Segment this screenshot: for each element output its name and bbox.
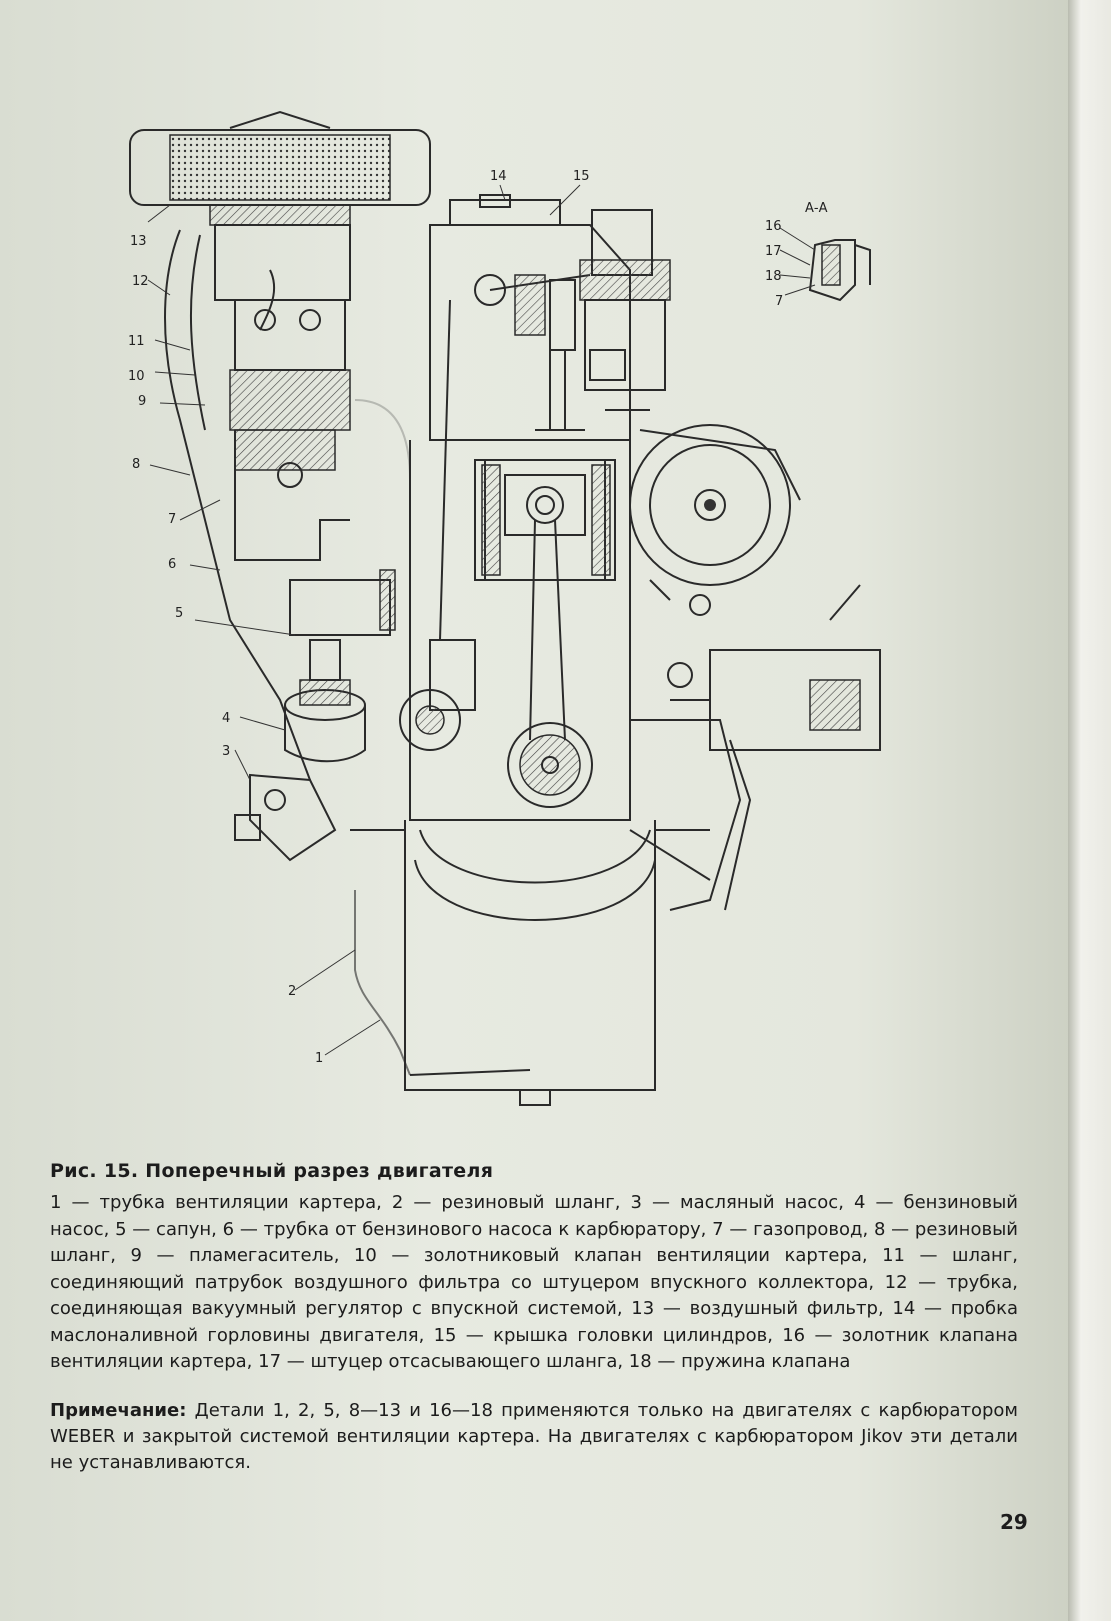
carburetor (214, 224, 351, 431)
callout-15: 15 (573, 169, 590, 184)
callout-7: 7 (168, 512, 176, 527)
left-pipes (164, 229, 311, 781)
callout-2: 2 (288, 984, 296, 999)
callout-13: 13 (130, 234, 147, 249)
generator-pulley (629, 424, 801, 616)
fuel-pump (284, 639, 366, 763)
engine-cross-section-figure: А-А 13 12 11 10 9 8 7 6 5 4 (128, 110, 881, 1106)
note-text: Детали 1, 2, 5, 8—13 и 16—18 применяются… (50, 1400, 1018, 1473)
breather (289, 569, 396, 636)
piston-and-rod (504, 474, 593, 808)
callout-14: 14 (490, 169, 507, 184)
page-number: 29 (1000, 1510, 1028, 1534)
leader-lines (147, 184, 816, 1056)
callout-5: 5 (175, 606, 183, 621)
section-label: А-А (805, 201, 828, 216)
callout-10: 10 (128, 369, 145, 384)
callout-18: 18 (765, 269, 782, 284)
callout-11: 11 (128, 334, 145, 349)
callout-6: 6 (168, 557, 176, 572)
callout-17: 17 (765, 244, 782, 259)
callout-3: 3 (222, 744, 230, 759)
book-page (0, 0, 1070, 1621)
crankcase-vent-tube (354, 890, 531, 1076)
oil-filler-cap (579, 209, 671, 391)
callout-16: 16 (765, 219, 782, 234)
note-label: Примечание: (50, 1400, 187, 1421)
callout-labels: 13 12 11 10 9 8 7 6 5 4 3 2 1 14 15 16 1… (128, 169, 783, 1066)
cylinder-head (429, 194, 650, 441)
starter-motor (667, 584, 881, 751)
air-filter (129, 110, 431, 226)
callout-1: 1 (315, 1051, 323, 1066)
page-edge (1068, 0, 1111, 1621)
camshaft (399, 299, 476, 751)
figure-caption-title: Рис. 15. Поперечный разрез двигателя (50, 1160, 494, 1182)
section-a-a-detail: А-А (805, 201, 871, 302)
callout-7-detail: 7 (775, 294, 783, 309)
engine-mount-right (629, 719, 752, 911)
intake-manifold (234, 399, 411, 561)
callout-12: 12 (132, 274, 149, 289)
figure-legend: 1 — трубка вентиляции картера, 2 — резин… (50, 1192, 1018, 1372)
oil-pump (234, 773, 337, 862)
callout-9: 9 (138, 394, 146, 409)
figure-note: Примечание: Детали 1, 2, 5, 8—13 и 16—18… (50, 1398, 1018, 1476)
oil-sump (350, 820, 710, 1106)
engine-block (409, 440, 631, 821)
callout-8: 8 (132, 457, 140, 472)
callout-4: 4 (222, 711, 230, 726)
